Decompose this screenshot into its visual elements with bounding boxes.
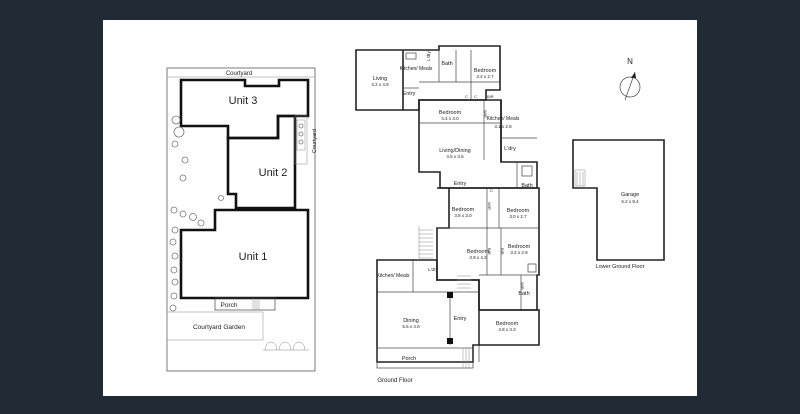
svg-text:Bedroom: Bedroom: [474, 68, 497, 74]
courtyard-garden-label: Courtyard Garden: [193, 324, 245, 331]
unit1-label: Unit 1: [239, 251, 268, 263]
svg-text:L'dry: L'dry: [426, 50, 431, 60]
svg-text:L'dry: L'dry: [428, 267, 438, 272]
courtyard-pots: [296, 119, 306, 151]
svg-text:WIR: WIR: [483, 110, 488, 118]
north-compass: N: [619, 57, 641, 101]
svg-text:BIR: BIR: [500, 248, 505, 255]
unit3-label: Unit 3: [229, 95, 258, 107]
svg-text:C: C: [474, 94, 477, 99]
svg-text:Kitchen/ Meals: Kitchen/ Meals: [400, 66, 433, 72]
svg-text:3.2 x 2.7: 3.2 x 2.7: [476, 74, 494, 79]
svg-text:3.0 x 2.7: 3.0 x 2.7: [509, 214, 527, 219]
svg-text:BIR: BIR: [487, 94, 494, 99]
svg-text:3.9 x 4.2: 3.9 x 4.2: [469, 255, 487, 260]
compass-north-icon: N: [627, 57, 633, 66]
svg-text:4.4 x 3.0: 4.4 x 3.0: [441, 116, 459, 121]
unit2-label: Unit 2: [259, 167, 288, 179]
lower-ground-plan: Garage 6.2 x 9.4 Lower Ground Floor: [572, 139, 665, 270]
svg-text:Entry: Entry: [454, 181, 467, 187]
svg-text:3.1 x 2.8: 3.1 x 2.8: [494, 124, 512, 129]
courtyard-top-label: Courtyard: [226, 71, 252, 77]
svg-text:Bedroom: Bedroom: [496, 321, 519, 327]
svg-text:Bedroom: Bedroom: [508, 244, 531, 250]
svg-text:4.8 x 3.3: 4.8 x 3.3: [498, 327, 516, 332]
svg-text:3.8 x 3.0: 3.8 x 3.0: [454, 213, 472, 218]
svg-text:Bedroom: Bedroom: [507, 208, 530, 214]
site-trees: [169, 115, 224, 312]
svg-text:3.2 x 2.9: 3.2 x 2.9: [510, 250, 528, 255]
svg-text:4.5 x 3.6: 4.5 x 3.6: [446, 154, 464, 159]
entry-steps: [457, 275, 471, 289]
ground-floor-plan: Living 3.2 x 4.9 Kitchen/ Meals L'dry Ba…: [355, 45, 540, 384]
garage-label: Garage: [621, 192, 639, 198]
garden-arches: [263, 341, 309, 351]
svg-text:Entry: Entry: [403, 91, 416, 97]
svg-text:Bath: Bath: [521, 183, 532, 189]
storage-tags: BIR WIR C C C WIR BIR BIR WIR: [465, 94, 525, 290]
svg-text:L'dry: L'dry: [504, 146, 516, 152]
lower-ground-title: Lower Ground Floor: [596, 264, 645, 270]
svg-text:Bedroom: Bedroom: [467, 249, 490, 255]
unit1-outline: [179, 208, 310, 300]
ground-stairs: [418, 226, 433, 260]
svg-text:Kitchen/ Meals: Kitchen/ Meals: [377, 273, 410, 279]
svg-text:Bath: Bath: [518, 291, 529, 297]
svg-text:Living: Living: [373, 76, 387, 82]
garage-size: 6.2 x 9.4: [621, 199, 639, 204]
unit3-outline: [179, 78, 310, 140]
svg-text:Entry: Entry: [454, 316, 467, 322]
site-boundary: [166, 67, 316, 372]
svg-text:Bedroom: Bedroom: [439, 110, 462, 116]
ground-floor-title: Ground Floor: [377, 378, 412, 384]
svg-text:WIR: WIR: [520, 282, 525, 290]
svg-text:Dining: Dining: [403, 318, 419, 324]
svg-text:5.5 x 4.0: 5.5 x 4.0: [402, 324, 420, 329]
unit2-outline: [226, 114, 297, 210]
svg-text:C: C: [490, 188, 493, 193]
svg-text:WIR: WIR: [487, 202, 492, 210]
floorplan-drawing: Courtyard Unit 3 Unit 2 Courtyard Unit 1…: [166, 45, 665, 384]
svg-text:Kitchen/ Meals: Kitchen/ Meals: [487, 116, 520, 122]
site-plan: Courtyard Unit 3 Unit 2 Courtyard Unit 1…: [166, 67, 318, 372]
svg-text:Bath: Bath: [441, 61, 452, 67]
svg-text:C: C: [465, 94, 468, 99]
svg-text:3.2 x 4.9: 3.2 x 4.9: [371, 82, 389, 87]
svg-text:Living/Dining: Living/Dining: [439, 148, 471, 154]
courtyard-side-label: Courtyard: [312, 129, 318, 153]
room-labels: Living 3.2 x 4.9 Kitchen/ Meals L'dry Ba…: [371, 50, 532, 362]
svg-text:BIR: BIR: [487, 248, 492, 255]
floorplan-sheet: Courtyard Unit 3 Unit 2 Courtyard Unit 1…: [103, 20, 697, 396]
site-porch-label: Porch: [221, 302, 238, 309]
svg-text:Porch: Porch: [402, 356, 416, 362]
svg-text:Bedroom: Bedroom: [452, 207, 475, 213]
